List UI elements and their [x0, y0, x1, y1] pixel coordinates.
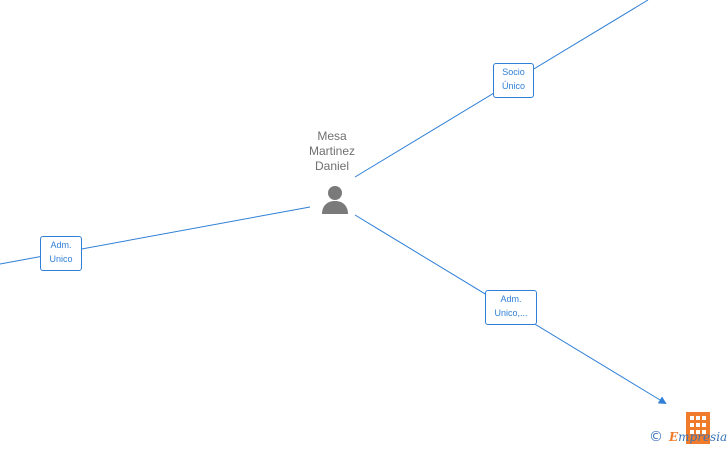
person-icon[interactable] — [319, 184, 351, 216]
empresia-wordmark: Empresia — [669, 430, 727, 444]
relation-label-socio-unico[interactable]: Socio Único — [493, 63, 534, 98]
relation-label-line-1: Socio — [502, 67, 525, 77]
relation-label-line-2: Unico — [49, 254, 73, 264]
relation-label-line-2: Unico,... — [494, 308, 528, 318]
brand-initial: E — [669, 430, 679, 444]
person-name-line-2: Martinez — [308, 144, 355, 158]
copyright-symbol: © — [649, 429, 663, 445]
empresia-watermark: © Empresia — [649, 412, 728, 448]
building-icon — [686, 412, 710, 444]
relation-label-adm-unico-right[interactable]: Adm. Unico,... — [485, 290, 537, 325]
person-name[interactable]: Mesa Martinez Daniel — [292, 129, 372, 174]
person-name-line-3: Daniel — [314, 159, 350, 173]
relation-label-line-1: Adm. — [500, 294, 522, 304]
brand-rest: mpresia — [678, 430, 728, 444]
relation-label-line-1: Adm. — [50, 240, 72, 250]
person-name-line-1: Mesa — [317, 129, 347, 143]
relation-label-adm-unico-left[interactable]: Adm. Unico — [40, 236, 82, 271]
relation-label-line-2: Único — [501, 81, 525, 91]
